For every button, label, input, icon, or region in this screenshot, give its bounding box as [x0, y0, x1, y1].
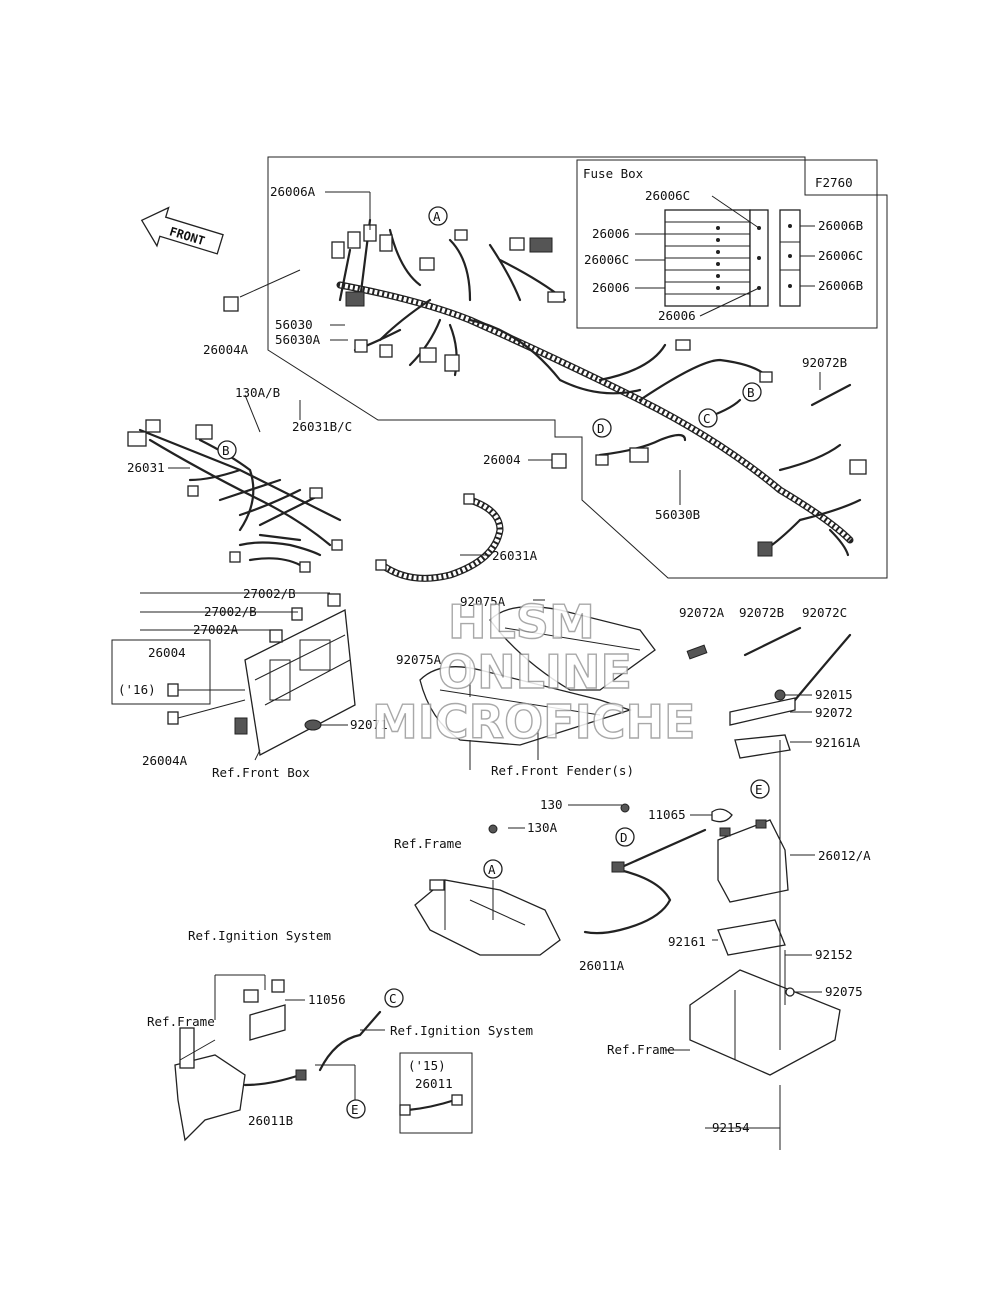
ref-ignition-1: Ref.Ignition System	[188, 928, 331, 943]
callout-e-low: E	[351, 1102, 359, 1117]
callout-c-low: C	[389, 991, 397, 1006]
label-26004a-low: 26004A	[142, 753, 188, 768]
label-26031a: 26031A	[492, 548, 538, 563]
label-26004a-top: 26004A	[203, 342, 249, 357]
label-56030b: 56030B	[655, 507, 700, 522]
frame-section	[414, 824, 561, 956]
label-92161: 92161	[668, 934, 706, 949]
callout-a-low: A	[488, 862, 496, 877]
fuse-label-26006-3: 26006	[658, 308, 696, 323]
label-27002a: 27002A	[193, 622, 239, 637]
ref-frame-2: Ref.Frame	[147, 1014, 215, 1029]
label-26011a: 26011A	[579, 958, 625, 973]
fuse-box-inset: Fuse Box 26006C 26006 26	[576, 159, 878, 329]
label-92072: 92072	[815, 705, 853, 720]
callout-d-top: D	[597, 421, 605, 436]
label-11065: 11065	[648, 807, 686, 822]
main-wire-harness	[336, 218, 862, 557]
watermark-line-3: MICROFICHE	[372, 695, 695, 749]
label-15: ('15)	[408, 1058, 446, 1073]
harness-26031a	[375, 493, 504, 582]
battery-cables	[583, 803, 707, 935]
label-130: 130	[540, 797, 563, 812]
label-92152: 92152	[815, 947, 853, 962]
part-labels: 26006A 26004A 56030 56030A 130A/B 26031B…	[118, 184, 871, 1135]
label-92072a: 92072A	[679, 605, 725, 620]
label-56030: 56030	[275, 317, 313, 332]
label-92071: 92071	[350, 717, 388, 732]
ignition-area	[174, 974, 473, 1142]
label-26031bc: 26031B/C	[292, 419, 352, 434]
label-26006a: 26006A	[270, 184, 316, 199]
label-56030a: 56030A	[275, 332, 321, 347]
ref-frame-1: Ref.Frame	[394, 836, 462, 851]
ref-front-box: Ref.Front Box	[212, 765, 310, 780]
watermark: HLSM ONLINE MICROFICHE	[371, 594, 696, 749]
label-92072c: 92072C	[802, 605, 847, 620]
battery-parts	[689, 689, 841, 1150]
watermark-line-1: HLSM	[448, 595, 595, 649]
main-harness-connectors	[331, 224, 867, 557]
box-26004-16	[111, 639, 211, 705]
label-26012a: 26012/A	[818, 848, 871, 863]
label-92154: 92154	[712, 1120, 750, 1135]
label-26011: 26011	[415, 1076, 453, 1091]
ref-front-fender: Ref.Front Fender(s)	[491, 763, 634, 778]
callout-e-top: E	[755, 782, 763, 797]
callout-b-top: B	[747, 385, 755, 400]
fuse-label-26006c-right: 26006C	[818, 248, 863, 263]
figure-code: F2760	[815, 175, 853, 190]
fuse-box-title: Fuse Box	[583, 166, 644, 181]
label-92161a: 92161A	[815, 735, 861, 750]
fuse-label-26006b-1: 26006B	[818, 218, 863, 233]
callout-d-low: D	[620, 830, 628, 845]
front-direction-arrow: FRONT	[140, 206, 224, 255]
ref-frame-3: Ref.Frame	[607, 1042, 675, 1057]
callout-a-top: A	[433, 209, 441, 224]
callout-circles: A B C B D A D E C E	[217, 206, 770, 1119]
front-fenders	[419, 599, 656, 760]
front-box	[234, 593, 356, 756]
fuse-label-26006-1: 26006	[592, 226, 630, 241]
label-26011b: 26011B	[248, 1113, 293, 1128]
label-92075a-2: 92075A	[396, 652, 442, 667]
label-92075: 92075	[825, 984, 863, 999]
secondary-wire-harness	[127, 419, 343, 573]
label-130a: 130A	[527, 820, 558, 835]
label-26004-box: 26004	[148, 645, 186, 660]
box-26011-15	[399, 1052, 473, 1134]
label-27002b-2: 27002/B	[204, 604, 257, 619]
label-27002b-1: 27002/B	[243, 586, 296, 601]
label-26004-mid: 26004	[483, 452, 521, 467]
callout-c-top: C	[703, 411, 711, 426]
label-11056: 11056	[308, 992, 346, 1007]
label-92072b-top: 92072B	[802, 355, 847, 370]
watermark-line-2: ONLINE	[438, 645, 632, 699]
fuse-label-26006c-top: 26006C	[645, 188, 690, 203]
fuse-label-26006b-2: 26006B	[818, 278, 863, 293]
label-92015: 92015	[815, 687, 853, 702]
label-130ab: 130A/B	[235, 385, 280, 400]
label-92072b: 92072B	[739, 605, 784, 620]
label-26031: 26031	[127, 460, 165, 475]
fuse-label-26006c-left: 26006C	[584, 252, 629, 267]
label-16: ('16)	[118, 682, 156, 697]
ref-ignition-2: Ref.Ignition System	[390, 1023, 533, 1038]
leader-lines	[168, 191, 822, 1129]
main-harness-outline	[267, 156, 888, 579]
fuse-label-26006-2: 26006	[592, 280, 630, 295]
label-92075a-1: 92075A	[460, 594, 506, 609]
straps	[686, 383, 852, 702]
callout-b-mid: B	[222, 443, 230, 458]
